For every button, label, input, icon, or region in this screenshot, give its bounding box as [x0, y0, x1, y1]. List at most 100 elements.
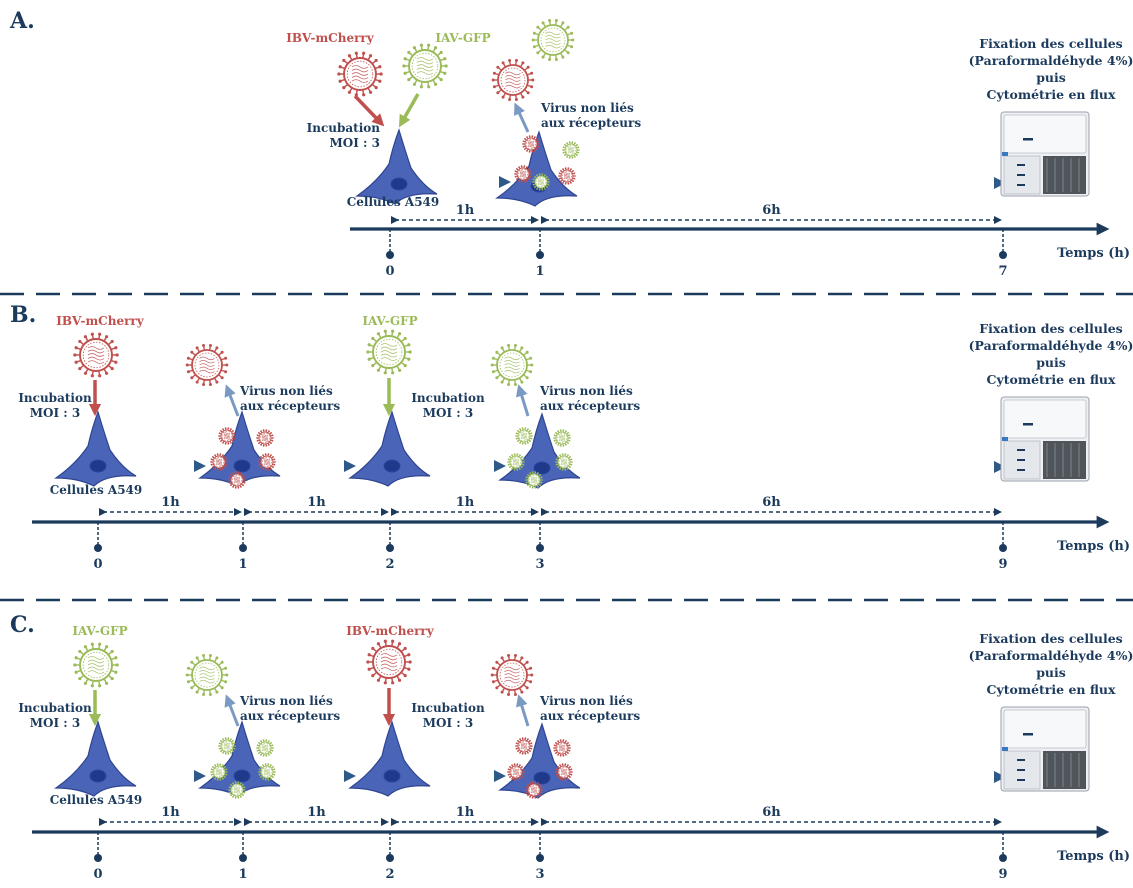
tick-dot — [999, 854, 1007, 862]
unbound-label-1: Virus non liés — [540, 101, 634, 115]
small-ibv-virus — [555, 763, 573, 781]
small-ibv-virus — [258, 453, 276, 471]
a549-cell — [498, 412, 581, 489]
incubation-label: Incubation — [307, 121, 381, 135]
release-arrow — [516, 384, 530, 417]
small-iav-virus — [507, 453, 525, 471]
iav-label: IAV-GFP — [435, 31, 490, 45]
iav-virus — [531, 19, 575, 61]
unbound-label-1: Virus non liés — [539, 384, 633, 398]
flow-cytometer — [1000, 396, 1090, 482]
tick-dot — [999, 544, 1007, 552]
tick-label: 2 — [385, 867, 394, 882]
moi-label: MOI : 3 — [330, 136, 380, 150]
small-ibv-virus — [558, 167, 576, 185]
tick-dot — [999, 251, 1007, 259]
unbound-label-1: Virus non liés — [539, 694, 633, 708]
cells-label: Cellules A549 — [50, 793, 143, 807]
small-iav-virus — [210, 763, 228, 781]
a549-cell — [54, 410, 137, 487]
iav-virus — [402, 43, 448, 89]
small-ibv-virus — [228, 471, 246, 489]
unbound-label-2: aux récepteurs — [240, 399, 340, 413]
tick-label: 3 — [535, 867, 544, 882]
small-ibv-virus — [553, 739, 571, 757]
small-iav-virus — [525, 471, 543, 489]
small-ibv-virus — [515, 737, 533, 755]
moi-label: MOI : 3 — [30, 406, 80, 420]
flow-cytometer — [1000, 111, 1090, 197]
tick-dot — [536, 854, 544, 862]
small-ibv-virus — [218, 427, 236, 445]
tick-dot — [386, 854, 394, 862]
duration-label: 1h — [456, 495, 475, 510]
fixation-label-2: (Paraformaldéhyde 4%) — [969, 53, 1133, 68]
tick-label: 3 — [535, 557, 544, 572]
small-ibv-virus — [522, 135, 540, 153]
fixation-label-1: Fixation des cellules — [979, 321, 1122, 336]
iav-virus — [185, 654, 229, 696]
iav-virus — [73, 642, 119, 688]
small-iav-virus — [256, 739, 274, 757]
ibv-label: IBV-mCherry — [346, 624, 434, 638]
panel-letter-b: B. — [10, 302, 36, 328]
duration-label: 6h — [762, 203, 781, 218]
tick-dot — [239, 854, 247, 862]
release-arrow — [514, 102, 530, 133]
iav-arrow — [398, 93, 420, 128]
release-arrow — [224, 384, 240, 417]
release-arrow — [516, 694, 530, 727]
unbound-label-2: aux récepteurs — [540, 709, 640, 723]
fixation-label-4: Cytométrie en flux — [987, 87, 1116, 102]
fixation-label-4: Cytométrie en flux — [987, 372, 1116, 387]
small-iav-virus — [532, 173, 550, 191]
tick-dot — [94, 544, 102, 552]
small-iav-virus — [562, 141, 580, 159]
small-iav-virus — [515, 427, 533, 445]
flow-cytometer — [1000, 706, 1090, 792]
ibv-arrow — [353, 94, 385, 127]
incubation-label: Incubation — [411, 701, 485, 715]
duration-label: 1h — [307, 495, 326, 510]
panel-letter-c: C. — [10, 612, 35, 638]
unbound-label-1: Virus non liés — [239, 694, 333, 708]
small-ibv-virus — [514, 165, 532, 183]
a549-cell — [348, 720, 431, 797]
a549-cell — [54, 720, 137, 797]
small-iav-virus — [218, 737, 236, 755]
iav-label: IAV-GFP — [72, 624, 127, 638]
fixation-label-4: Cytométrie en flux — [987, 682, 1116, 697]
tick-label: 0 — [93, 867, 102, 882]
small-ibv-virus — [525, 781, 543, 799]
tick-label: 2 — [385, 557, 394, 572]
tick-dot — [239, 544, 247, 552]
ibv-label: IBV-mCherry — [56, 314, 144, 328]
fixation-label-3: puis — [1036, 665, 1066, 680]
cells-label: Cellules A549 — [50, 483, 143, 497]
tick-label: 9 — [998, 557, 1007, 572]
release-arrow — [224, 694, 240, 727]
duration-label: 6h — [762, 805, 781, 820]
time-axis-label: Temps (h) — [1057, 246, 1130, 261]
small-ibv-virus — [507, 763, 525, 781]
a549-cell — [498, 722, 581, 799]
tick-dot — [536, 251, 544, 259]
ibv-virus — [490, 654, 534, 696]
fixation-label-3: puis — [1036, 70, 1066, 85]
tick-dot — [386, 251, 394, 259]
cells-label: Cellules A549 — [347, 195, 440, 209]
small-iav-virus — [555, 453, 573, 471]
duration-label: 1h — [456, 203, 475, 218]
tick-dot — [94, 854, 102, 862]
fixation-label-1: Fixation des cellules — [979, 631, 1122, 646]
duration-label: 6h — [762, 495, 781, 510]
fixation-label-1: Fixation des cellules — [979, 36, 1122, 51]
moi-label: MOI : 3 — [423, 716, 473, 730]
incubation-label: Incubation — [411, 391, 485, 405]
tick-label: 1 — [238, 557, 247, 572]
incubation-label: Incubation — [18, 701, 92, 715]
fixation-label-2: (Paraformaldéhyde 4%) — [969, 338, 1133, 353]
moi-label: MOI : 3 — [30, 716, 80, 730]
tick-label: 0 — [93, 557, 102, 572]
small-ibv-virus — [210, 453, 228, 471]
